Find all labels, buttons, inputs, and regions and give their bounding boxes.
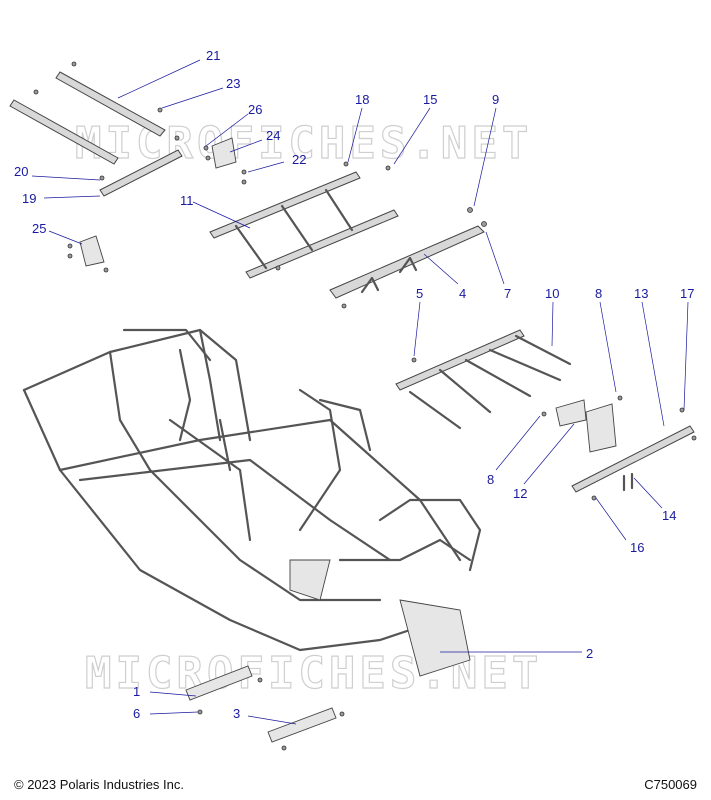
callout-5: 5 xyxy=(416,286,423,301)
callout-13: 13 xyxy=(634,286,648,301)
callout-6: 6 xyxy=(133,706,140,721)
bar-part-4 xyxy=(329,207,487,309)
callout-1: 1 xyxy=(133,684,140,699)
callout-2: 2 xyxy=(586,646,593,661)
callout-17: 17 xyxy=(680,286,694,301)
leader-lines xyxy=(31,59,689,725)
callout-24: 24 xyxy=(266,128,280,143)
callout-20: 20 xyxy=(14,164,28,179)
callout-18: 18 xyxy=(355,92,369,107)
callout-4: 4 xyxy=(459,286,466,301)
callout-23: 23 xyxy=(226,76,240,91)
rail-parts-top-left xyxy=(9,61,183,197)
callout-22: 22 xyxy=(292,152,306,167)
rail-part-13 xyxy=(571,407,697,501)
bracket-part-12 xyxy=(541,395,623,453)
callout-8-top: 8 xyxy=(595,286,602,301)
bracket-part-25 xyxy=(67,235,109,273)
callout-26: 26 xyxy=(248,102,262,117)
watermark-bottom: MICROFICHES.NET xyxy=(85,648,542,699)
skid-plate-part-1 xyxy=(185,665,263,715)
skid-plate-part-3 xyxy=(267,707,345,751)
callout-11: 11 xyxy=(180,193,194,208)
diagram-code: C750069 xyxy=(644,777,697,792)
callout-19: 19 xyxy=(22,191,36,206)
callout-14: 14 xyxy=(662,508,676,523)
ladder-frame-part-11 xyxy=(209,161,399,279)
bracket-part-24 xyxy=(203,137,247,185)
callout-12: 12 xyxy=(513,486,527,501)
frame-part-10 xyxy=(395,329,572,430)
callout-16: 16 xyxy=(630,540,644,555)
callout-9: 9 xyxy=(492,92,499,107)
callout-7: 7 xyxy=(504,286,511,301)
callout-25: 25 xyxy=(32,221,46,236)
callout-10: 10 xyxy=(545,286,559,301)
callout-3: 3 xyxy=(233,706,240,721)
callout-21: 21 xyxy=(206,48,220,63)
callout-15: 15 xyxy=(423,92,437,107)
chassis-frame-part-2 xyxy=(22,328,482,677)
callout-8-bottom: 8 xyxy=(487,472,494,487)
copyright-notice: © 2023 Polaris Industries Inc. xyxy=(14,777,184,792)
callout-labels: 21 23 26 24 22 20 19 25 11 18 15 9 4 7 5… xyxy=(14,48,694,721)
